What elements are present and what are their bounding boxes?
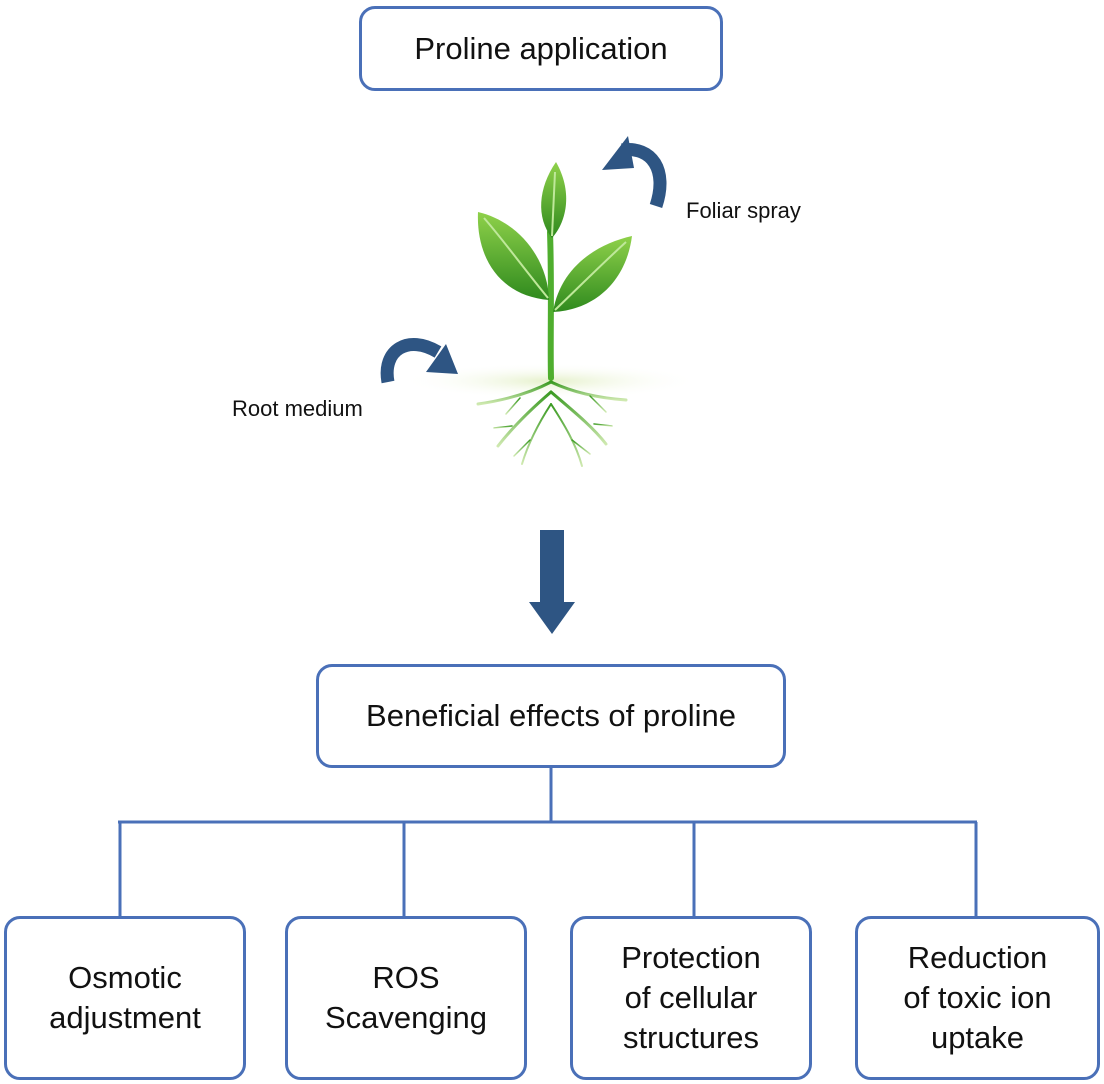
proline-application-label: Proline application — [414, 30, 668, 66]
effect-label: Reduction of toxic ion uptake — [903, 940, 1052, 1055]
tree-connectors — [118, 768, 978, 916]
proline-application-box: Proline application — [359, 6, 723, 91]
effect-box-ros: ROS Scavenging — [285, 916, 527, 1080]
beneficial-effects-label: Beneficial effects of proline — [366, 698, 736, 733]
beneficial-effects-box: Beneficial effects of proline — [316, 664, 786, 768]
effect-box-protection: Protection of cellular structures — [570, 916, 812, 1080]
plant-seedling-icon — [476, 162, 632, 476]
effect-label: ROS Scavenging — [324, 960, 487, 1035]
effect-box-reduction: Reduction of toxic ion uptake — [855, 916, 1100, 1080]
curved-arrow-icon — [602, 136, 667, 209]
effect-label: Osmotic adjustment — [49, 960, 201, 1035]
effect-label: Protection of cellular structures — [621, 940, 761, 1055]
foliar-spray-label: Foliar spray — [686, 198, 801, 223]
root-medium-label: Root medium — [232, 396, 363, 421]
effect-box-osmotic: Osmotic adjustment — [4, 916, 246, 1080]
curved-arrow-icon — [380, 338, 458, 384]
down-arrow-icon — [529, 530, 575, 634]
